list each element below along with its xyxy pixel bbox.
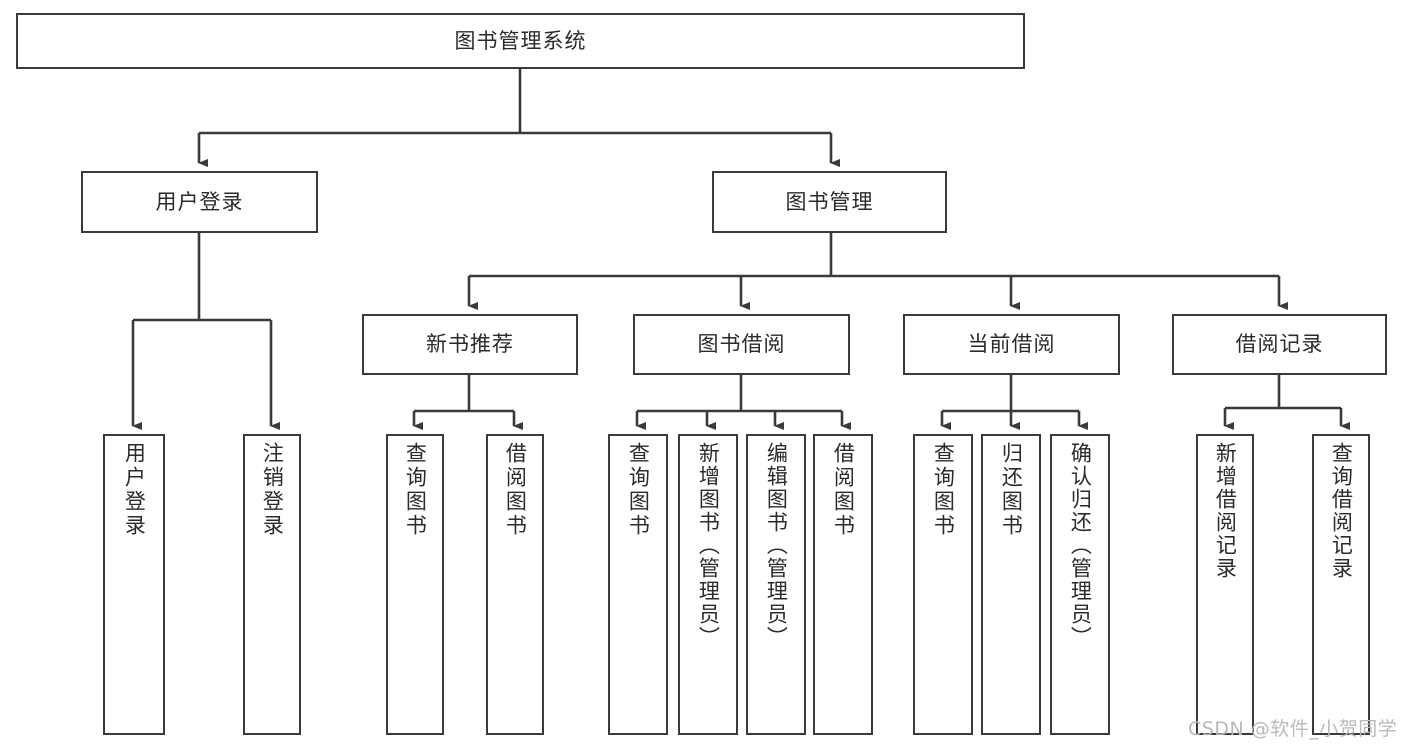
node-leaf-query-book-3-label: 查询图书 <box>931 442 956 538</box>
node-leaf-user-logout[interactable]: 注销登录 <box>243 434 301 735</box>
node-book-borrow-label: 图书借阅 <box>697 332 786 357</box>
node-leaf-confirm-return-label: 确认归还（管理员） <box>1068 442 1093 649</box>
node-leaf-return-book[interactable]: 归还图书 <box>981 434 1041 735</box>
node-leaf-add-record[interactable]: 新增借阅记录 <box>1196 434 1254 735</box>
node-leaf-query-book-2-label: 查询图书 <box>626 442 651 538</box>
node-leaf-query-book-1[interactable]: 查询图书 <box>386 434 444 735</box>
node-leaf-borrow-book-1-label: 借阅图书 <box>503 442 528 538</box>
node-leaf-user-logout-label: 注销登录 <box>260 442 285 538</box>
node-book-management-label: 图书管理 <box>785 189 874 214</box>
node-leaf-return-book-label: 归还图书 <box>999 442 1024 538</box>
csdn-watermark: CSDN @软件_小贺同学 <box>1188 718 1398 740</box>
node-leaf-add-record-label: 新增借阅记录 <box>1213 442 1238 580</box>
node-new-book-recommend-label: 新书推荐 <box>426 332 514 357</box>
node-book-borrow[interactable]: 图书借阅 <box>633 314 850 375</box>
node-root-label: 图书管理系统 <box>454 28 587 53</box>
node-leaf-query-record[interactable]: 查询借阅记录 <box>1312 434 1370 735</box>
node-leaf-borrow-book-2-label: 借阅图书 <box>831 442 856 538</box>
node-leaf-user-login[interactable]: 用户登录 <box>103 434 165 735</box>
node-book-management[interactable]: 图书管理 <box>712 171 947 233</box>
node-leaf-edit-book-label: 编辑图书（管理员） <box>764 442 789 649</box>
node-leaf-confirm-return[interactable]: 确认归还（管理员） <box>1050 434 1110 735</box>
node-leaf-query-book-3[interactable]: 查询图书 <box>913 434 973 735</box>
node-leaf-borrow-book-1[interactable]: 借阅图书 <box>486 434 544 735</box>
node-leaf-borrow-book-2[interactable]: 借阅图书 <box>813 434 873 735</box>
node-leaf-query-book-2[interactable]: 查询图书 <box>608 434 668 735</box>
node-leaf-add-book-label: 新增图书（管理员） <box>696 442 721 649</box>
node-borrow-record[interactable]: 借阅记录 <box>1172 314 1387 375</box>
node-leaf-query-record-label: 查询借阅记录 <box>1329 442 1354 580</box>
node-borrow-record-label: 借阅记录 <box>1235 332 1324 357</box>
node-user-login[interactable]: 用户登录 <box>81 171 318 233</box>
node-current-borrow-label: 当前借阅 <box>967 332 1056 357</box>
node-leaf-user-login-label: 用户登录 <box>122 442 147 538</box>
node-leaf-edit-book[interactable]: 编辑图书（管理员） <box>746 434 806 735</box>
node-new-book-recommend[interactable]: 新书推荐 <box>362 314 578 375</box>
node-root[interactable]: 图书管理系统 <box>16 13 1025 69</box>
node-current-borrow[interactable]: 当前借阅 <box>903 314 1120 375</box>
node-user-login-label: 用户登录 <box>155 189 244 214</box>
node-leaf-query-book-1-label: 查询图书 <box>403 442 428 538</box>
node-leaf-add-book[interactable]: 新增图书（管理员） <box>678 434 738 735</box>
